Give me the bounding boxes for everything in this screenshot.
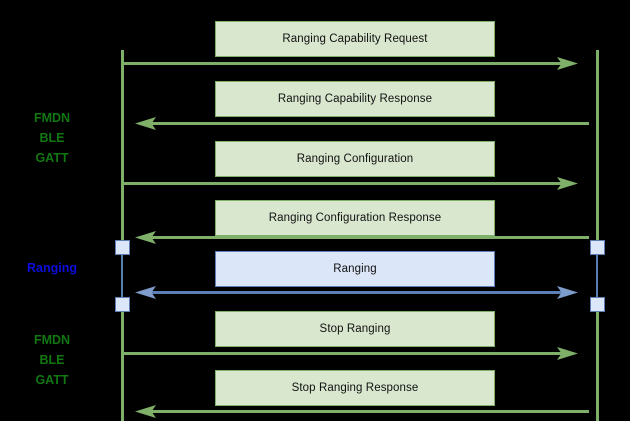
message-box-ranging: Ranging xyxy=(215,251,495,287)
arrow-ranging-bidirectional xyxy=(135,286,578,299)
right-lifeline-green-lower xyxy=(596,304,599,421)
arrow-stop-ranging-right xyxy=(124,347,578,360)
right-lifeline-blue-ranging xyxy=(596,246,598,306)
phase-label-ranging: Ranging xyxy=(27,261,77,275)
message-box-ranging-configuration-response: Ranging Configuration Response xyxy=(215,200,495,236)
left-lifeline-green-upper xyxy=(121,50,124,248)
message-box-ranging-configuration: Ranging Configuration xyxy=(215,141,495,177)
activation-right-end xyxy=(590,297,605,312)
arrow-ranging-capability-response-left xyxy=(135,117,589,130)
message-box-stop-ranging: Stop Ranging xyxy=(215,311,495,347)
activation-left-end xyxy=(115,297,130,312)
arrow-ranging-configuration-response-left xyxy=(135,231,589,244)
arrow-ranging-capability-request-right xyxy=(124,57,578,70)
message-box-ranging-capability-request: Ranging Capability Request xyxy=(215,21,495,57)
phase-label-fmdn-ble-gatt-top: FMDN BLE GATT xyxy=(33,111,71,165)
left-lifeline-green-lower xyxy=(121,304,124,421)
message-box-stop-ranging-response: Stop Ranging Response xyxy=(215,370,495,406)
phase-label-fmdn-ble-gatt-bottom: FMDN BLE GATT xyxy=(33,333,71,387)
activation-left-start xyxy=(115,240,130,255)
message-box-ranging-capability-response: Ranging Capability Response xyxy=(215,81,495,117)
activation-right-start xyxy=(590,240,605,255)
arrow-stop-ranging-response-left xyxy=(135,405,589,418)
left-lifeline-blue-ranging xyxy=(121,246,123,306)
right-lifeline-green-upper xyxy=(596,50,599,248)
arrow-ranging-configuration-right xyxy=(124,177,578,190)
